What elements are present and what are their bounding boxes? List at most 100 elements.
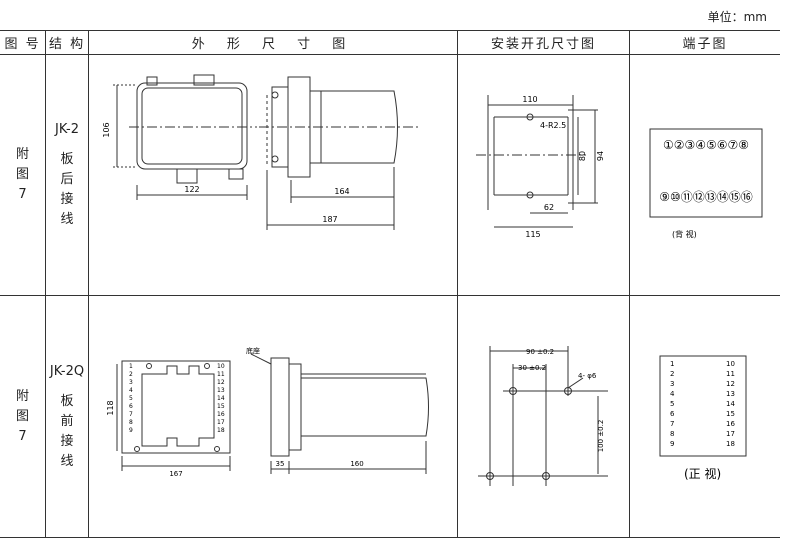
header-structure: 结 构 xyxy=(45,30,89,55)
terminal-number: 1 xyxy=(129,363,133,370)
terminal-number: 3 xyxy=(129,379,133,386)
outline-drawing-cell: 106 122 164 187 xyxy=(87,54,458,296)
terminal-number: 13 xyxy=(217,387,225,394)
cutout-hole-label: 4-R2.5 xyxy=(540,121,566,130)
cutout-dim-v: 100 ±0.2 xyxy=(597,420,605,453)
structure-char: 板 xyxy=(60,393,74,409)
jk2q-left-numbers: 1 2 3 4 5 6 7 8 9 xyxy=(129,363,133,434)
terminal-number: 6 xyxy=(129,403,133,410)
fig-no-char: 图 xyxy=(16,408,30,424)
terminal-number: 7 xyxy=(670,420,674,428)
dim-side-body-label: 164 xyxy=(334,187,349,196)
fig-no-char: 7 xyxy=(18,187,27,202)
fig-no-char: 7 xyxy=(18,428,27,444)
terminal-number: 12 xyxy=(217,379,225,386)
terminal-drawing-jk2q: 1 2 3 4 5 6 7 8 9 10 11 12 13 14 15 16 1 xyxy=(659,355,747,481)
structure-char: 后 xyxy=(60,172,74,187)
terminal-number: 14 xyxy=(726,400,735,408)
fig-no-char: 图 xyxy=(16,167,30,182)
model-label: JK-2Q xyxy=(49,363,85,379)
terminal-number: 10 xyxy=(217,363,225,370)
terminal-top-row: ①②③④⑤⑥⑦⑧ xyxy=(663,138,749,152)
terminal-number: 18 xyxy=(217,427,225,434)
cutout-dim-bottom: 115 xyxy=(525,230,540,239)
table-row: 附 图 7 JK-2 板 后 接 线 xyxy=(0,54,780,296)
header-row: 图 号 结 构 外 形 尺 寸 图 安装开孔尺寸图 端子图 xyxy=(0,30,780,55)
dim-height-label: 118 xyxy=(106,400,115,415)
structure-char: 接 xyxy=(60,433,74,449)
terminal-number: 11 xyxy=(726,370,735,378)
terminal-number: 5 xyxy=(129,395,133,402)
outline-drawing-jk2q: 1 2 3 4 5 6 7 8 9 10 11 12 13 14 15 xyxy=(106,346,429,478)
cutout-drawing-cell: 90 ±0.2 30 ±0.2 4- φ6 100 ±0.2 xyxy=(456,295,630,538)
structure-char: 板 xyxy=(60,152,74,167)
jk2q-right-numbers: 10 11 12 13 14 15 16 17 18 xyxy=(217,363,225,434)
dim-base-label: 35 xyxy=(276,460,285,468)
dim-width-label: 167 xyxy=(169,470,182,478)
structure-cell: JK-2 板 后 接 线 xyxy=(45,54,89,296)
terminal-number: 2 xyxy=(670,370,674,378)
terminal-number: 5 xyxy=(670,400,674,408)
table-row: 附 图 7 JK-2Q 板 前 接 线 xyxy=(0,295,780,538)
terminal-number: 15 xyxy=(726,410,735,418)
dim-side-total-label: 187 xyxy=(322,215,337,224)
header-terminal: 端子图 xyxy=(628,30,780,55)
terminal-number: 15 xyxy=(217,403,225,410)
cutout-drawing-cell: 110 4-R2.5 80 94 62 115 xyxy=(456,54,630,296)
terminal-drawing-jk2: ①②③④⑤⑥⑦⑧ ⑨⑩⑪⑫⑬⑭⑮⑯ (背 视) xyxy=(649,128,763,239)
terminal-number: 8 xyxy=(670,430,674,438)
dim-width-front-label: 122 xyxy=(184,185,199,194)
structure-cell: JK-2Q 板 前 接 线 xyxy=(45,295,89,538)
base-label: 底座 xyxy=(246,346,260,355)
structure-char: 线 xyxy=(60,453,74,469)
terminal-number: 1 xyxy=(670,360,674,368)
terminal-number: 12 xyxy=(726,380,735,388)
fig-no-char: 附 xyxy=(16,147,30,162)
terminal-bottom-row: ⑨⑩⑪⑫⑬⑭⑮⑯ xyxy=(659,190,753,204)
cutout-drawing-jk2q: 90 ±0.2 30 ±0.2 4- φ6 100 ±0.2 xyxy=(477,346,608,486)
cutout-dim-inner: 30 ±0.2 xyxy=(518,364,546,372)
fig-no-cell: 附 图 7 xyxy=(0,295,47,538)
terminal-number: 16 xyxy=(726,420,735,428)
terminal-number: 9 xyxy=(670,440,674,448)
cutout-dim-inner-h: 80 xyxy=(578,151,587,161)
cutout-dim-top: 110 xyxy=(522,95,537,104)
structure-char: 接 xyxy=(60,192,74,207)
terminal-view-label: (背 视) xyxy=(672,229,697,239)
outline-drawing-cell: 1 2 3 4 5 6 7 8 9 10 11 12 13 14 15 xyxy=(87,295,458,538)
terminal-number: 18 xyxy=(726,440,735,448)
terminal-number: 16 xyxy=(217,411,225,418)
terminal-drawing-cell: ①②③④⑤⑥⑦⑧ ⑨⑩⑪⑫⑬⑭⑮⑯ (背 视) xyxy=(628,54,780,296)
cutout-dim-outer-h: 94 xyxy=(596,151,605,161)
terminal-number: 4 xyxy=(670,390,675,398)
fig-no-char: 附 xyxy=(16,388,30,404)
structure-char: 线 xyxy=(60,212,74,227)
terminal-number: 17 xyxy=(726,430,735,438)
terminal-number: 6 xyxy=(670,410,675,418)
terminal-number: 17 xyxy=(217,419,225,426)
header-fig-no: 图 号 xyxy=(0,30,47,55)
header-cutout: 安装开孔尺寸图 xyxy=(456,30,630,55)
terminal-view-label: (正 视) xyxy=(684,466,721,481)
terminal-number: 14 xyxy=(217,395,225,402)
terminal-number: 9 xyxy=(129,427,133,434)
outline-drawing-jk2: 106 122 164 187 xyxy=(102,74,419,230)
dim-body-label: 160 xyxy=(350,460,363,468)
structure-char: 前 xyxy=(60,413,74,429)
terminal-number: 8 xyxy=(129,419,133,426)
terminal-drawing-cell: 1 2 3 4 5 6 7 8 9 10 11 12 13 14 15 16 1 xyxy=(628,295,780,538)
terminal-number: 4 xyxy=(129,387,133,394)
model-label: JK-2 xyxy=(55,122,80,137)
cutout-hole-label: 4- φ6 xyxy=(578,372,597,380)
header-outline: 外 形 尺 寸 图 xyxy=(87,30,458,55)
cutout-dim-inner: 62 xyxy=(544,203,554,212)
dim-height-label: 106 xyxy=(102,122,111,137)
terminal-number: 11 xyxy=(217,371,225,378)
cutout-dim-outer: 90 ±0.2 xyxy=(526,348,554,356)
terminal-number: 3 xyxy=(670,380,674,388)
terminal-number: 13 xyxy=(726,390,735,398)
unit-label: 单位：mm xyxy=(707,10,767,24)
fig-no-cell: 附 图 7 xyxy=(0,54,47,296)
terminal-number: 7 xyxy=(129,411,133,418)
cutout-drawing-jk2: 110 4-R2.5 80 94 62 115 xyxy=(475,95,605,239)
